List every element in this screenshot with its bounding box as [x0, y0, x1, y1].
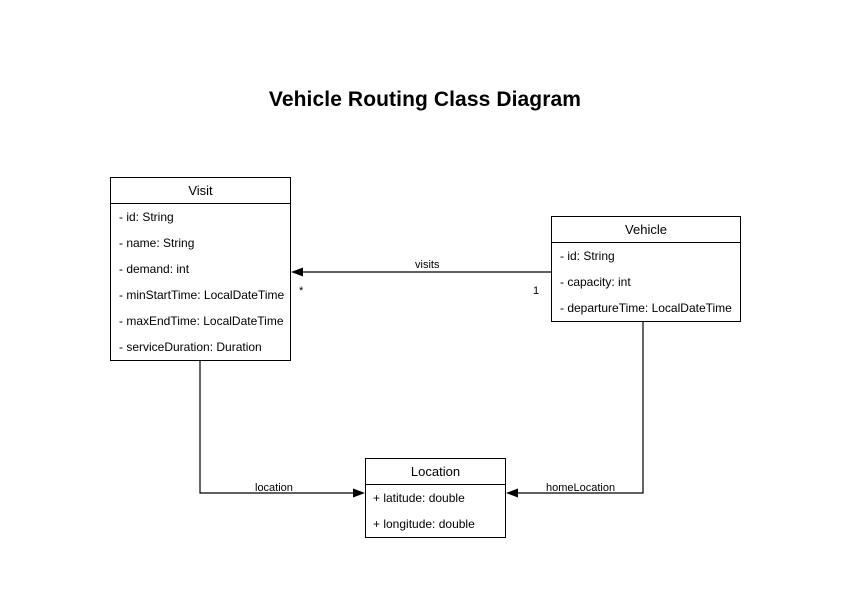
arrowhead-home-location [506, 488, 518, 498]
attribute-row: - id: String [560, 249, 615, 263]
uml-class-location[interactable]: Location + latitude: double + longitude:… [365, 458, 506, 538]
attribute-row: - maxEndTime: LocalDateTime [119, 314, 284, 328]
attribute-row: - departureTime: LocalDateTime [560, 301, 732, 315]
arrowhead-visits [291, 267, 303, 277]
arrowhead-location [353, 488, 365, 498]
edge-label-home-location: homeLocation [546, 482, 616, 494]
attribute-row: - id: String [119, 210, 174, 224]
attribute-row: + latitude: double [373, 491, 465, 505]
edge-label-location: location [255, 482, 293, 494]
edge-location [199, 360, 365, 498]
attribute-row: - capacity: int [560, 275, 631, 289]
edge-home-location [506, 321, 644, 498]
uml-class-vehicle[interactable]: Vehicle - id: String - capacity: int - d… [551, 216, 741, 322]
attribute-row: - name: String [119, 236, 195, 250]
multiplicity-vehicle-side: 1 [533, 285, 540, 297]
attribute-row: - serviceDuration: Duration [119, 340, 262, 354]
attribute-row: - minStartTime: LocalDateTime [119, 288, 285, 302]
attribute-list-vehicle: - id: String - capacity: int - departure… [552, 243, 740, 321]
class-name-location: Location [366, 459, 505, 485]
attribute-row: - demand: int [119, 262, 190, 276]
class-name-vehicle: Vehicle [552, 217, 740, 243]
uml-class-visit[interactable]: Visit - id: String - name: String - dema… [110, 177, 291, 361]
page-title: Vehicle Routing Class Diagram [268, 88, 582, 111]
edge-label-visits: visits [415, 259, 440, 271]
attribute-list-location: + latitude: double + longitude: double [366, 485, 505, 537]
multiplicity-visit-side: * [299, 285, 304, 297]
class-name-visit: Visit [111, 178, 290, 204]
attribute-row: + longitude: double [373, 517, 475, 531]
edge-visits [291, 267, 551, 277]
attribute-list-visit: - id: String - name: String - demand: in… [111, 204, 290, 360]
